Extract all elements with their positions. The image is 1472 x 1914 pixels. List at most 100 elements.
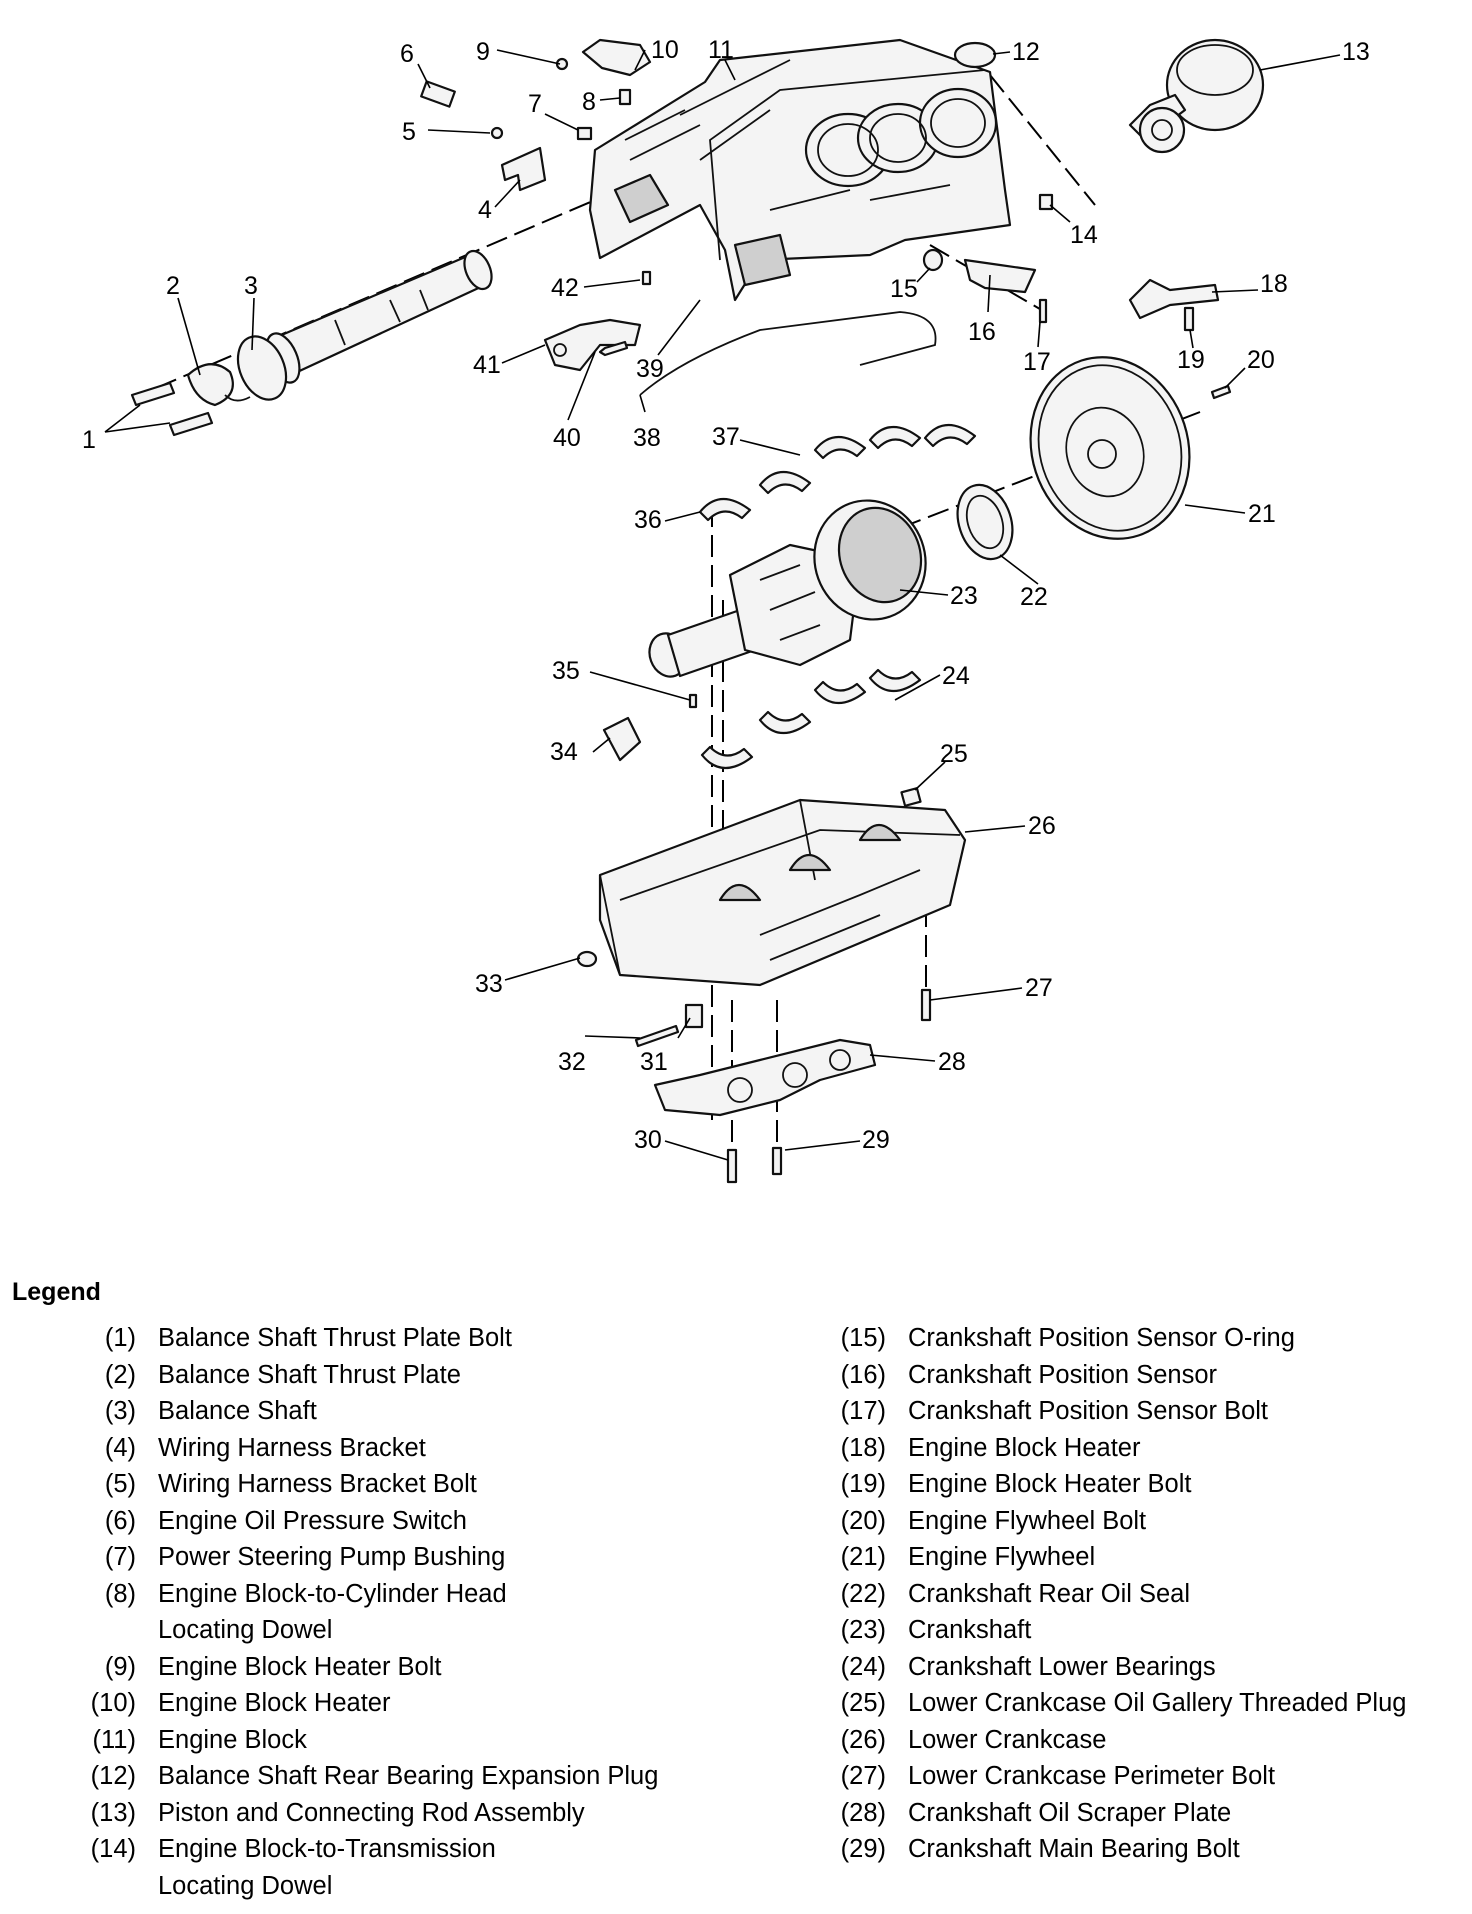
callout-19: 19 (1177, 346, 1205, 374)
engine-block-to-cylinder-head-locating-dowel (618, 88, 632, 106)
callout-31: 31 (640, 1048, 668, 1076)
bracket-41 (543, 318, 642, 372)
legend-item-number: (20) (840, 1506, 886, 1535)
lower-crankcase-perimeter-bolt (920, 988, 932, 1022)
legend-item-number: (9) (104, 1652, 136, 1681)
legend-item-label: Engine Flywheel Bolt (908, 1506, 1147, 1535)
callout-20: 20 (1247, 346, 1275, 374)
legend-item-label: Balance Shaft (158, 1397, 317, 1425)
legend-item-number: (29) (840, 1835, 886, 1863)
crankshaft-position-sensor (963, 258, 1037, 294)
legend-item-number: (27) (840, 1762, 886, 1790)
callout-37: 37 (712, 423, 740, 451)
callout-39: 39 (636, 355, 664, 383)
callout-36: 36 (634, 506, 662, 534)
legend-item: (13)Piston and Connecting Rod Assembly (58, 1795, 758, 1832)
legend-item-label: Crankshaft Oil Scraper Plate (908, 1798, 1232, 1827)
legend-item-label: Engine Block Heater Bolt (158, 1652, 442, 1681)
legend-item-number: (3) (104, 1397, 136, 1425)
legend-item-label: Engine Flywheel (908, 1543, 1096, 1571)
callout-17: 17 (1023, 348, 1051, 376)
engine-block-exploded-diagram: 1 2 3 4 5 6 7 8 9 10 11 12 13 14 15 16 1… (82, 36, 1370, 1184)
callout-18: 18 (1260, 270, 1288, 298)
callout-42: 42 (551, 274, 579, 302)
legend-left-column: (1)Balance Shaft Thrust Plate Bolt(2)Bal… (58, 1320, 758, 1904)
engine-flywheel (1029, 356, 1191, 540)
legend-item: (5)Wiring Harness Bracket Bolt (58, 1466, 758, 1503)
legend-item: (1)Balance Shaft Thrust Plate Bolt (58, 1320, 758, 1357)
legend-item: (26)Lower Crankcase (808, 1722, 1468, 1759)
callout-4: 4 (478, 196, 492, 224)
legend-item: (23)Crankshaft (808, 1612, 1468, 1649)
callout-28: 28 (938, 1048, 966, 1076)
callout-1: 1 (82, 426, 96, 454)
callout-2: 2 (166, 272, 180, 300)
legend-item-label: Balance Shaft Rear Bearing Expansion Plu… (158, 1762, 659, 1790)
callout-38: 38 (633, 424, 661, 452)
legend-item-label: Engine Block-to-Cylinder Head Locating D… (158, 1579, 507, 1645)
legend-item-label: Crankshaft Rear Oil Seal (908, 1579, 1191, 1608)
legend-item: (21) Engine Flywheel (808, 1539, 1468, 1576)
legend-item-number: (8) (104, 1579, 136, 1608)
bolt-40 (598, 340, 629, 357)
engine-block (588, 38, 1012, 302)
callout-7: 7 (528, 90, 542, 118)
legend-item: (3) Balance Shaft (58, 1393, 758, 1430)
legend-item-label: Power Steering Pump Bushing (158, 1543, 506, 1571)
legend-item-number: (17) (840, 1397, 886, 1425)
legend-item-number: (16) (840, 1360, 886, 1389)
legend-item: (7)Power Steering Pump Bushing (58, 1539, 758, 1576)
power-steering-pump-bushing (576, 126, 593, 141)
legend-item-label: Piston and Connecting Rod Assembly (158, 1798, 585, 1827)
legend-item-label: Crankshaft Main Bearing Bolt (908, 1835, 1240, 1863)
legend-item-number: (6) (104, 1506, 136, 1535)
legend-item-label: Balance Shaft Thrust Plate (158, 1360, 461, 1389)
callout-14: 14 (1070, 221, 1098, 249)
callout-21: 21 (1248, 500, 1276, 528)
callout-41: 41 (473, 351, 501, 379)
legend-item-label: Lower Crankcase Oil Gallery Threaded Plu… (908, 1689, 1407, 1717)
callout-32: 32 (558, 1048, 586, 1076)
legend-item: (28)Crankshaft Oil Scraper Plate (808, 1795, 1468, 1832)
legend-item-number: (14) (90, 1835, 136, 1863)
crankshaft-position-sensor-bolt (1038, 298, 1048, 324)
callout-6: 6 (400, 40, 414, 68)
legend-item-label: Wiring Harness Bracket (158, 1433, 426, 1462)
leader-lines (104, 49, 1341, 1161)
legend-item: (9) Engine Block Heater Bolt (58, 1649, 758, 1686)
callout-numbers: 1 2 3 4 5 6 7 8 9 10 11 12 13 14 15 16 1… (82, 36, 1370, 1154)
engine-block-heater-upper (581, 38, 652, 77)
legend-item: (24)Crankshaft Lower Bearings (808, 1649, 1468, 1686)
engine-block-heater-bolt-lower (1183, 306, 1195, 332)
callout-15: 15 (890, 275, 918, 303)
legend-item-number: (21) (840, 1543, 886, 1571)
legend-item-number: (15) (840, 1324, 886, 1352)
callout-8: 8 (582, 88, 596, 116)
callout-24: 24 (942, 662, 970, 690)
legend-item-label: Wiring Harness Bracket Bolt (158, 1470, 477, 1498)
legend-item: (8) Engine Block-to-Cylinder Head Locatin… (58, 1576, 758, 1649)
legend-item: (4)Wiring Harness Bracket (58, 1430, 758, 1467)
legend-item-label: Engine Oil Pressure Switch (158, 1506, 467, 1535)
legend-item-label: Crankshaft Position Sensor (908, 1360, 1217, 1389)
callout-27: 27 (1025, 974, 1053, 1002)
legend-item-number: (19) (840, 1470, 886, 1498)
balance-shaft (236, 249, 493, 401)
legend-item-label: Crankshaft Position Sensor Bolt (908, 1397, 1269, 1425)
legend-item: (20) Engine Flywheel Bolt (808, 1503, 1468, 1540)
legend-item-number: (25) (840, 1689, 886, 1717)
legend-item-label: Engine Block Heater Bolt (908, 1470, 1192, 1498)
engine-block-heater-lower (1128, 278, 1220, 320)
legend-item: (14)Engine Block-to-Transmission Locatin… (58, 1831, 758, 1904)
engine-block-to-transmission-locating-dowel (1038, 193, 1054, 211)
callout-9: 9 (476, 38, 490, 66)
callout-35: 35 (552, 657, 580, 685)
dowel-42 (641, 270, 652, 286)
callout-33: 33 (475, 970, 503, 998)
legend-item-label: Engine Block (158, 1725, 307, 1754)
legend-item-number: (10) (90, 1689, 136, 1717)
legend-item-number: (1) (104, 1324, 136, 1352)
crankshaft-oil-scraper-plate (653, 1038, 877, 1117)
callout-22: 22 (1020, 583, 1048, 611)
legend-item: (12)Balance Shaft Rear Bearing Expansion… (58, 1758, 758, 1795)
